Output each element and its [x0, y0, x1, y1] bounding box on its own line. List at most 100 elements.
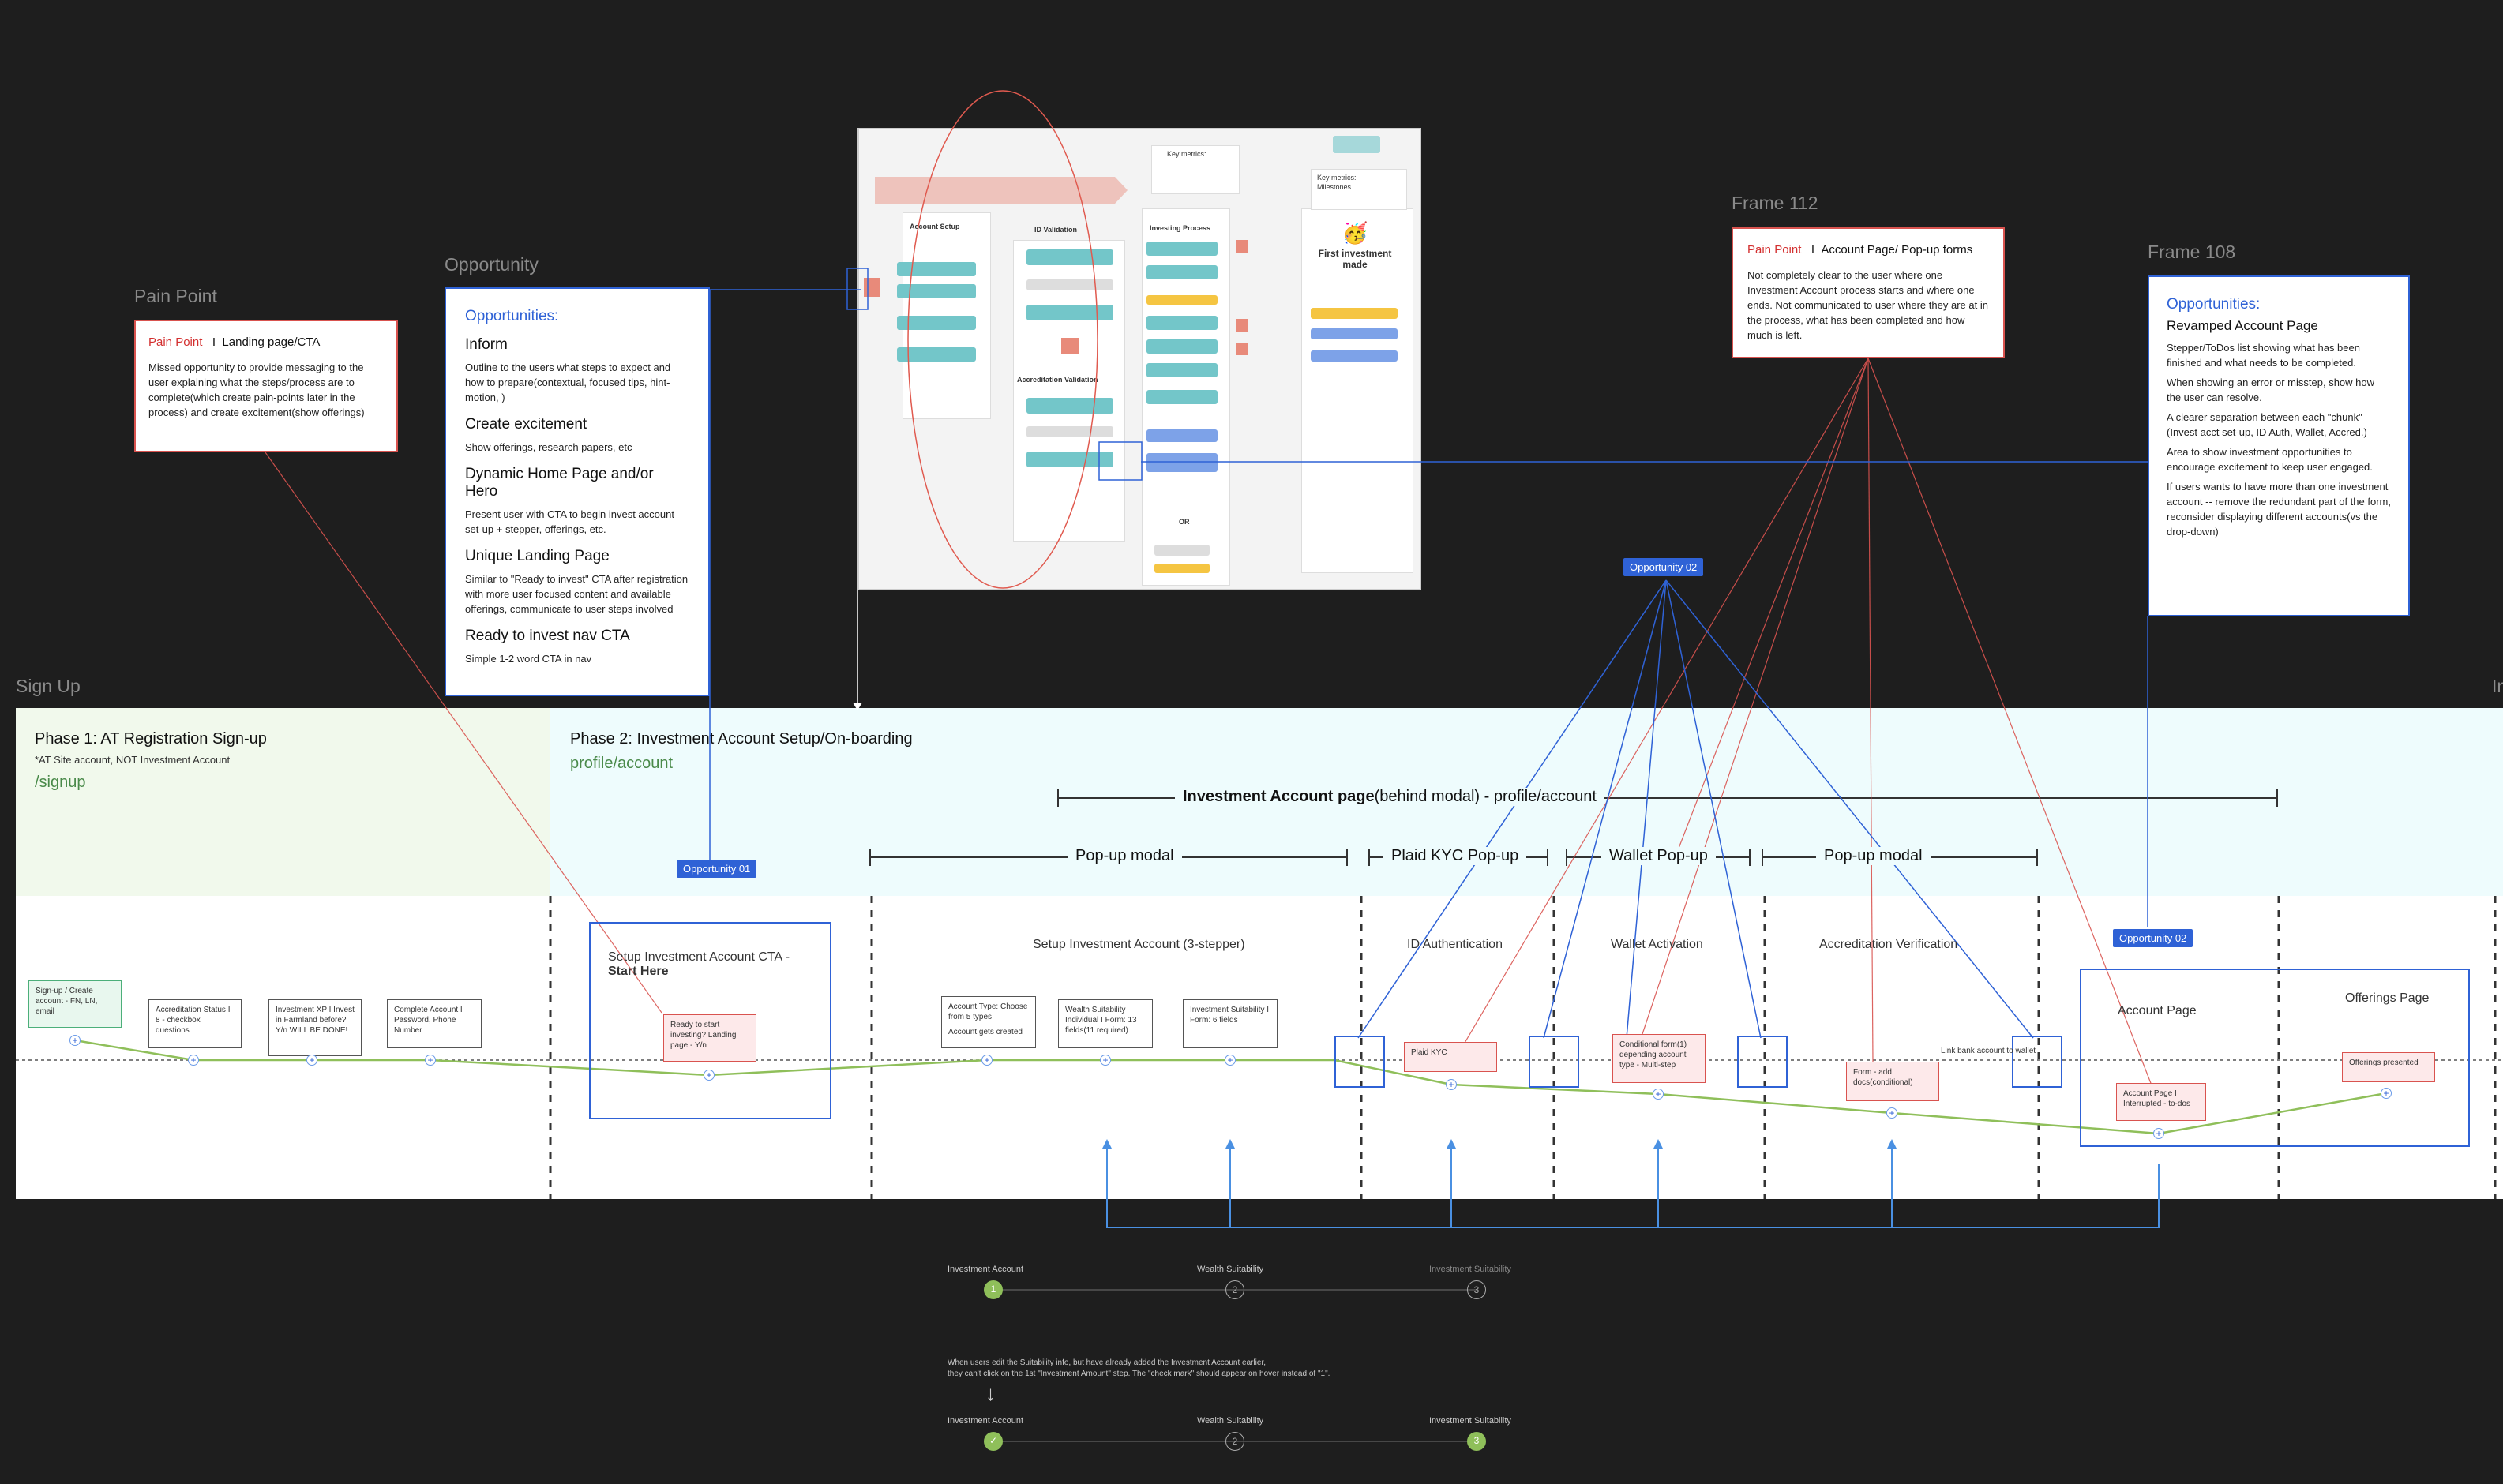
stepper1-step-2[interactable]: 2: [1225, 1280, 1244, 1299]
phase1-title: Phase 1: AT Registration Sign-up: [35, 730, 267, 748]
offerings-page-title: Offerings Page: [2345, 991, 2430, 1005]
opportunity-item-title: Unique Landing Page: [465, 548, 610, 564]
stepper1-step-1[interactable]: 1: [984, 1280, 1003, 1299]
step-investment-xp: Investment XP I Invest in Farmland befor…: [268, 999, 362, 1056]
journey-node[interactable]: +: [1886, 1107, 1897, 1119]
step-investment-suitability: Investment Suitability I Form: 6 fields: [1183, 999, 1278, 1048]
journey-node[interactable]: +: [425, 1055, 436, 1066]
journey-node[interactable]: +: [69, 1035, 81, 1046]
stepper2-step-1-check-icon[interactable]: ✓: [984, 1432, 1003, 1451]
step-account-type: Account Type: Choose from 5 types Accoun…: [941, 996, 1036, 1048]
screenshot-node: [897, 284, 976, 298]
wallet-activation-title: Wallet Activation: [1611, 938, 1703, 951]
opportunities-heading: Opportunities:: [465, 308, 559, 324]
pain-point-card-landing: Pain Point I Landing page/CTA Missed opp…: [134, 320, 398, 452]
frame-label-pain-point: Pain Point: [134, 286, 217, 306]
step-account-created-text: Account gets created: [948, 1028, 1023, 1036]
screenshot-node: [1154, 564, 1210, 573]
journey-node[interactable]: +: [1653, 1089, 1664, 1100]
pain-point-card-account: Pain Point I Account Page/ Pop-up forms …: [1732, 227, 2005, 358]
bracket-plaid-popup: Plaid KYC Pop-up: [1383, 847, 1527, 865]
setup-cta-title: Setup Investment Account CTA -Start Here: [608, 950, 790, 979]
opportunity-item-text: A clearer separation between each "chunk…: [2167, 411, 2367, 438]
screenshot-node: [1026, 279, 1113, 290]
pain-point-title: Account Page/ Pop-up forms: [1821, 243, 1973, 257]
journey-node[interactable]: +: [704, 1070, 715, 1081]
phase1-band: [16, 708, 550, 896]
screenshot-node: [1311, 308, 1398, 319]
screenshot-node: [897, 262, 976, 276]
phase1-route: /signup: [35, 774, 86, 791]
opportunity-item-text: Stepper/ToDos list showing what has been…: [2167, 342, 2360, 369]
journey-node[interactable]: +: [2153, 1128, 2164, 1139]
setup-3-stepper-title: Setup Investment Account (3-stepper): [1033, 938, 1245, 951]
bracket-wallet-popup: Wallet Pop-up: [1601, 847, 1716, 865]
journey-node[interactable]: +: [188, 1055, 199, 1066]
stepper1-label-investment-suitability: Investment Suitability: [1429, 1265, 1511, 1274]
journey-node[interactable]: +: [2381, 1088, 2392, 1099]
pain-point-heading: Pain Point I Landing page/CTA: [148, 335, 384, 349]
screenshot-node: [897, 347, 976, 362]
opportunity-item-title: Inform: [465, 336, 508, 353]
wallet-highlight-1: [1529, 1036, 1579, 1088]
opportunity-item-text: Similar to "Ready to invest" CTA after r…: [465, 573, 689, 615]
down-arrow-icon: ↓: [985, 1381, 996, 1405]
screenshot-node: [1146, 453, 1218, 472]
screenshot-metrics-card: [1151, 145, 1240, 194]
opportunities-heading: Opportunities:: [2167, 296, 2261, 313]
stepper2-step-3[interactable]: 3: [1467, 1432, 1486, 1451]
journey-node[interactable]: +: [981, 1055, 993, 1066]
journey-node[interactable]: +: [306, 1055, 317, 1066]
link-bank-label: Link bank account to wallet: [1941, 1047, 2036, 1055]
screenshot-flag: [1061, 338, 1079, 354]
screenshot-node: [897, 316, 976, 330]
screenshot-node: [1146, 339, 1218, 354]
frame-label-112: Frame 112: [1732, 193, 1818, 213]
step-wealth-suitability: Wealth Suitability Individual I Form: 13…: [1058, 999, 1153, 1048]
stepper2-step-2[interactable]: 2: [1225, 1432, 1244, 1451]
journey-node[interactable]: +: [1446, 1079, 1457, 1090]
opportunity-01-badge[interactable]: Opportunity 01: [677, 860, 757, 878]
opportunity-title: Revamped Account Page: [2167, 318, 2318, 333]
step-accreditation-status: Accreditation Status I 8 - checkbox ques…: [148, 999, 242, 1048]
screenshot-key-metrics: Key metrics:: [1167, 150, 1206, 158]
bracket-popup-modal-1: Pop-up modal: [1068, 847, 1182, 865]
phase2-title: Phase 2: Investment Account Setup/On-boa…: [570, 730, 913, 748]
screenshot-node: [1026, 398, 1113, 414]
pain-point-tag: Pain Point: [148, 335, 203, 349]
screenshot-node: [1311, 350, 1398, 362]
step-signup: Sign-up / Create account - FN, LN, email: [28, 980, 122, 1028]
stepper-note: When users edit the Suitability info, bu…: [948, 1358, 1330, 1380]
opportunity-item-text: Outline to the users what steps to expec…: [465, 362, 671, 403]
opportunity-02-badge[interactable]: Opportunity 02: [1623, 558, 1704, 576]
opportunity-item-title: Ready to invest nav CTA: [465, 628, 630, 644]
screenshot-banner: [875, 177, 1128, 204]
id-auth-title: ID Authentication: [1407, 938, 1503, 951]
opportunities-card-2: Opportunities: Revamped Account Page Ste…: [2148, 275, 2410, 616]
journey-node[interactable]: +: [1225, 1055, 1236, 1066]
opportunity-item-text: Show offerings, research papers, etc: [465, 441, 632, 453]
opportunity-item-text: Area to show investment opportunities to…: [2167, 446, 2373, 473]
step-account-type-text: Account Type: Choose from 5 types: [948, 1002, 1028, 1021]
step-offerings-presented: Offerings presented: [2342, 1052, 2435, 1082]
account-page-title: Account Page: [2118, 1004, 2197, 1017]
stepper1-step-3[interactable]: 3: [1467, 1280, 1486, 1299]
screenshot-node: [1146, 363, 1218, 377]
party-icon: 🥳: [1342, 221, 1368, 245]
opportunity-02-badge[interactable]: Opportunity 02: [2113, 929, 2193, 947]
journey-node[interactable]: +: [1100, 1055, 1111, 1066]
screenshot-node: [1146, 295, 1218, 305]
screenshot-flag: [1236, 240, 1248, 253]
flowchart-screenshot: Account Setup ID Validation Accreditatio…: [857, 128, 1421, 590]
stepper1-label-wealth-suitability: Wealth Suitability: [1197, 1265, 1264, 1274]
screenshot-flag: [1236, 343, 1248, 355]
frame-label-108: Frame 108: [2148, 242, 2236, 262]
pain-point-body: Not completely clear to the user where o…: [1747, 269, 1988, 341]
opportunity-item-text: Present user with CTA to begin invest ac…: [465, 508, 674, 535]
step-complete-account: Complete Account I Password, Phone Numbe…: [387, 999, 482, 1048]
screenshot-metrics-card: [1311, 169, 1407, 210]
pain-point-separator: I: [1811, 243, 1815, 257]
frame-label-opportunity: Opportunity: [445, 254, 539, 275]
wallet-highlight-2: [1737, 1036, 1788, 1088]
frame-label-edge: In: [2492, 676, 2503, 696]
